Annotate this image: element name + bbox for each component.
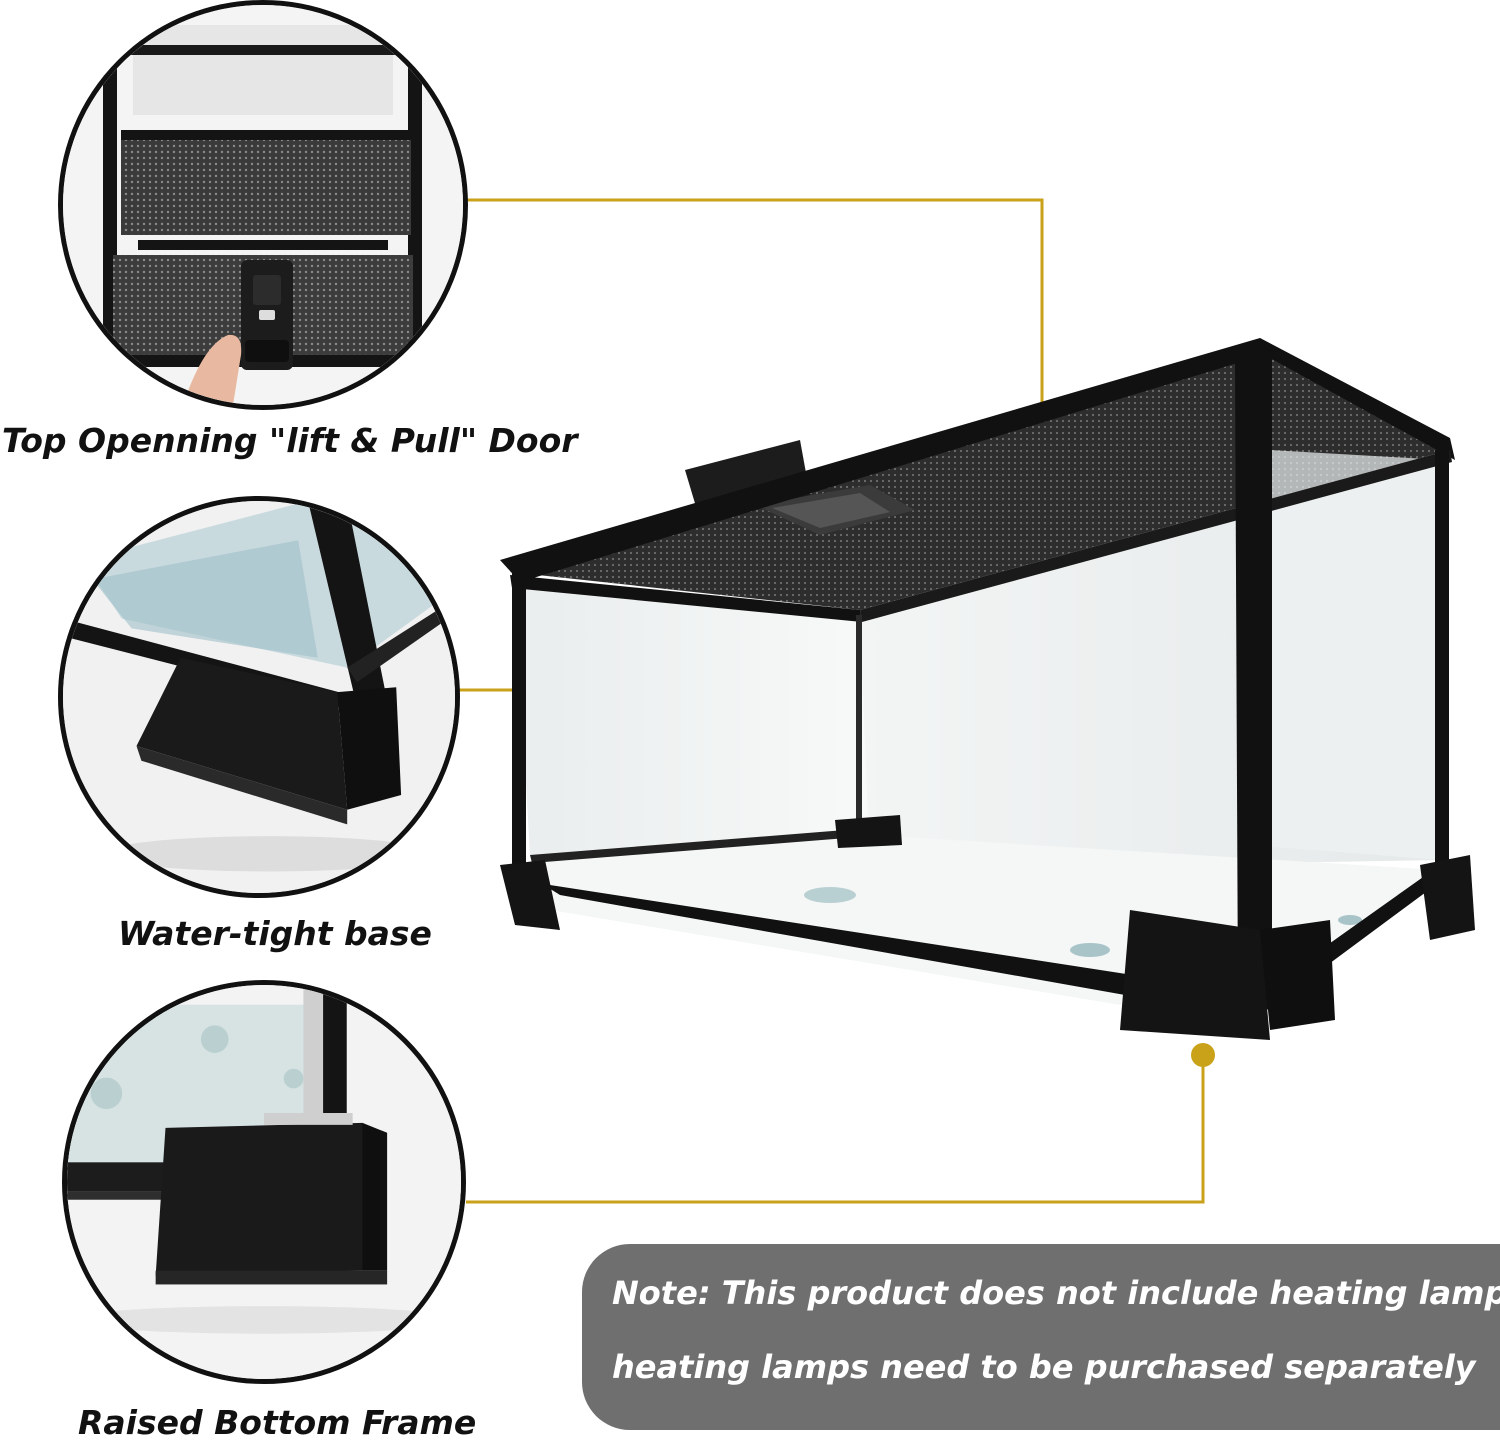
base-caption: Water-tight base (118, 914, 432, 953)
frame-closeup (67, 985, 461, 1379)
door-detail-photo (58, 0, 468, 410)
terrarium (500, 338, 1475, 1040)
note-line-2: heating lamps need to be purchased separ… (612, 1348, 1476, 1386)
door-caption: Top Openning "lift & Pull" Door (2, 421, 578, 460)
base-detail-photo (58, 496, 460, 898)
base-closeup (63, 501, 455, 893)
frame-caption: Raised Bottom Frame (78, 1403, 477, 1442)
note-line-1: Note: This product does not include heat… (612, 1274, 1500, 1312)
frame-detail-photo (62, 980, 466, 1384)
door-closeup (63, 5, 463, 405)
terrarium-product-photo (490, 310, 1490, 1100)
note-banner: Note: This product does not include heat… (582, 1244, 1500, 1430)
